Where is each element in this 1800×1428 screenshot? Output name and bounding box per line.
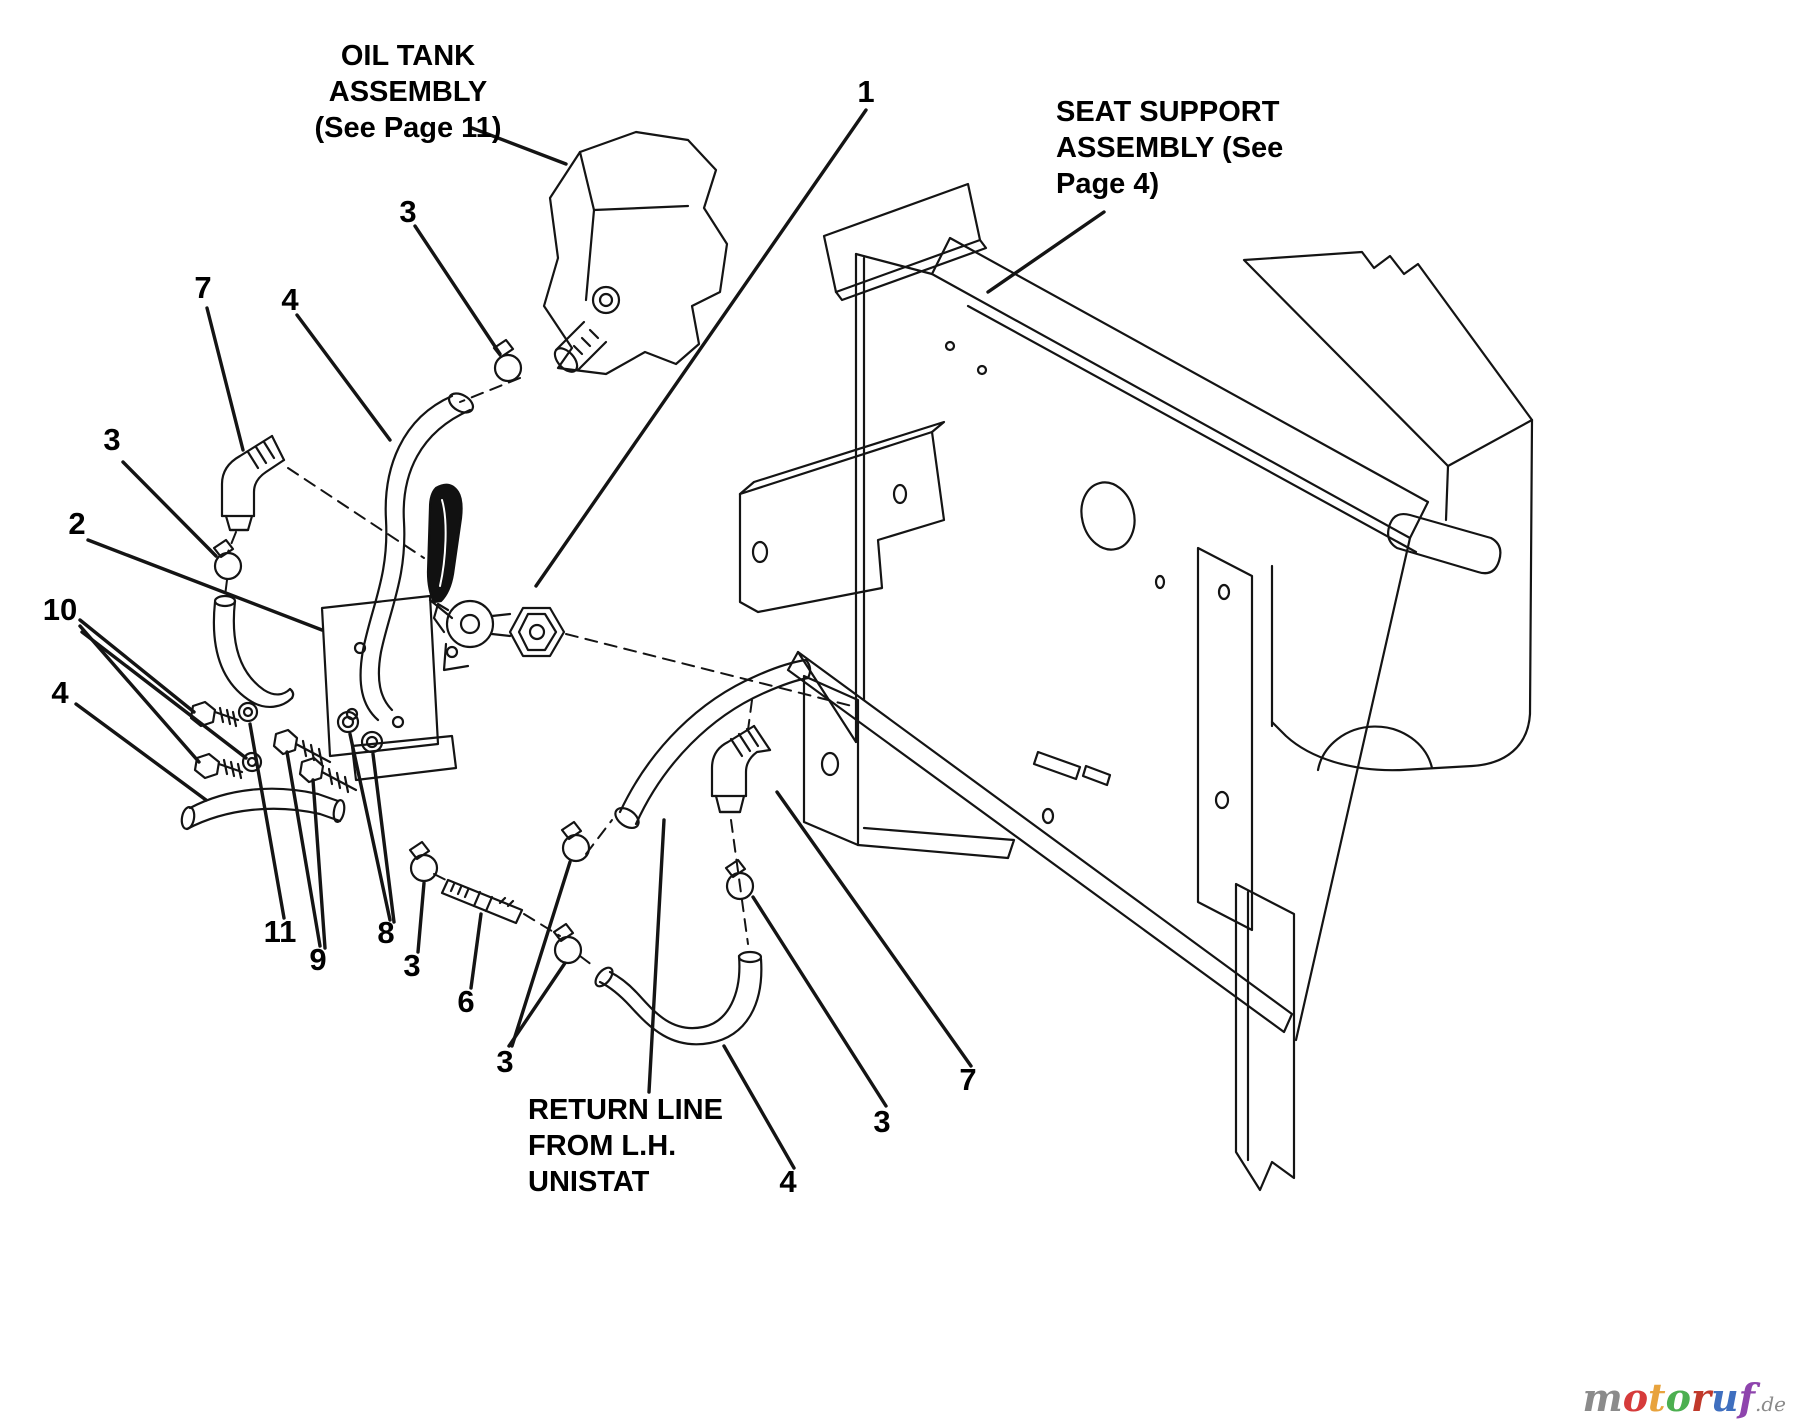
return-line-hose [614, 658, 812, 830]
callout-4-return-hose: 4 [779, 1164, 797, 1199]
callout-10-bolts: 10 [42, 592, 78, 627]
callout-4-upper-hose: 4 [281, 282, 299, 317]
callout-4-lower-hose: 4 [51, 675, 69, 710]
elbow-fitting-right [710, 724, 772, 814]
upper-hose [359, 392, 475, 722]
callout-6-barb-fitting: 6 [457, 984, 475, 1019]
callout-8-washers: 8 [377, 915, 395, 950]
seat-support-label-line1: SEAT SUPPORT [1056, 96, 1280, 128]
callout-11-washer: 11 [263, 914, 297, 949]
short-hose-left [212, 594, 295, 708]
barb-fitting [440, 878, 524, 925]
callout-3-clamp-right: 3 [873, 1104, 891, 1139]
callout-3-clamps-center: 3 [496, 1044, 514, 1079]
return-line-label-line3: UNISTAT [528, 1166, 650, 1198]
callout-3-clamp-left: 3 [103, 422, 121, 457]
watermark-suffix: .de [1755, 1392, 1786, 1416]
oil-tank-label-line2: ASSEMBLY [328, 76, 488, 108]
hose-clamp-at-tank [492, 338, 523, 383]
oil-tank-label-line3: (See Page 11) [314, 112, 502, 144]
leader-lines [74, 108, 1106, 1170]
oil-tank-label-line1: OIL TANK [340, 40, 476, 72]
callout-9-screws: 9 [309, 942, 327, 977]
oil-tank [542, 130, 729, 376]
alignment-centerlines [224, 377, 853, 969]
return-hose-bottom [594, 950, 763, 1046]
callout-3-clamp-bottom: 3 [403, 948, 421, 983]
hose-clamp-center-lower [552, 922, 583, 965]
callout-7-elbow-right: 7 [959, 1062, 977, 1097]
return-line-label-line1: RETURN LINE [528, 1094, 723, 1126]
callout-3-tank-clamp: 3 [399, 194, 417, 229]
oil-tank-label: OIL TANK ASSEMBLY (See Page 11) [278, 38, 538, 146]
hose-clamp-center-upper [560, 820, 591, 863]
hose-clamp-left [212, 538, 243, 581]
hose-clamp-bottom [408, 840, 439, 883]
seat-support-label-line2: ASSEMBLY (See [1056, 132, 1284, 164]
callout-1-valve: 1 [857, 74, 875, 109]
seat-support-label: SEAT SUPPORT ASSEMBLY (See Page 4) [1056, 94, 1283, 202]
return-line-label-line2: FROM L.H. [528, 1130, 677, 1162]
seat-support-label-line3: Page 4) [1056, 168, 1160, 200]
watermark-logo: motoruf [1582, 1375, 1755, 1420]
callout-2-bracket: 2 [68, 506, 86, 541]
seat-support-structure [738, 182, 1534, 1192]
return-line-label: RETURN LINE FROM L.H. UNISTAT [528, 1092, 723, 1200]
hose-clamp-right [724, 858, 755, 901]
callout-7-elbow-left: 7 [194, 270, 212, 305]
fastener-hardware [189, 700, 384, 794]
shut-off-valve-assembly [320, 483, 566, 782]
watermark-motoruf: motoruf.de [1582, 1378, 1786, 1424]
elbow-fitting-left [220, 434, 286, 532]
